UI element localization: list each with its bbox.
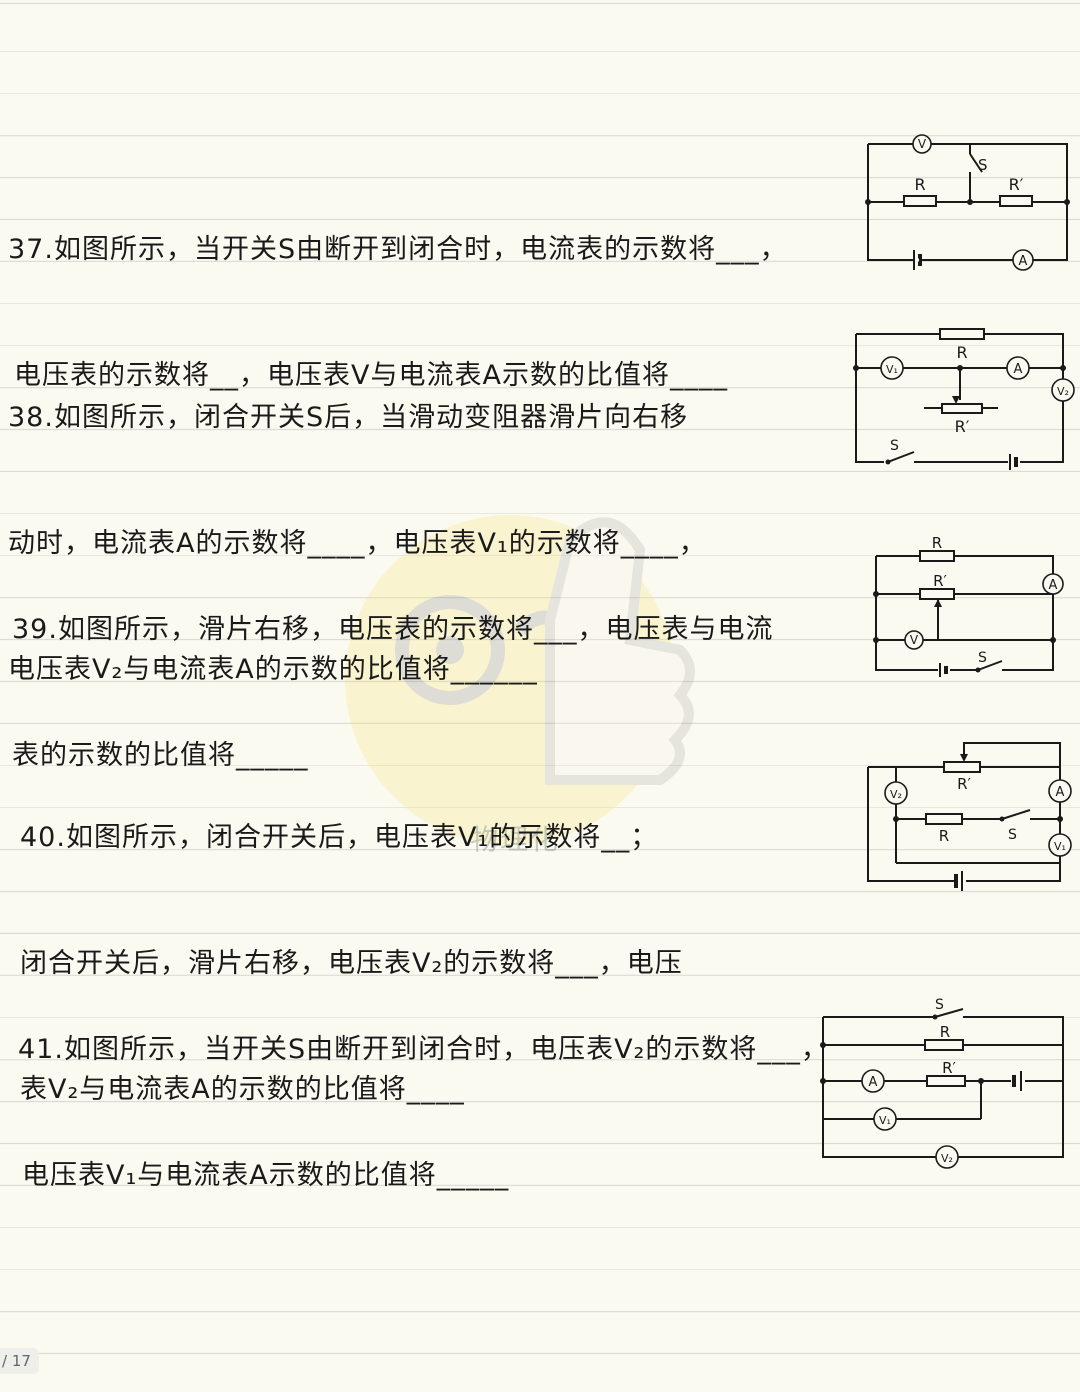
question-line: 39.如图所示，滑片右移，电压表的示数将___，电压表与电流: [12, 614, 774, 645]
rheostat-icon: R′: [919, 572, 955, 607]
question-line: 37.如图所示，当开关S由断开到闭合时，电流表的示数将___，: [8, 234, 788, 265]
voltmeter-icon: V: [904, 630, 924, 650]
switch-icon: S: [975, 650, 1003, 673]
battery-icon: [938, 663, 950, 677]
watermark-text: 物理化: [470, 823, 561, 856]
ammeter-icon: A: [1006, 356, 1030, 380]
question-line: 表的示数的比值将_____: [12, 740, 309, 771]
ammeter-label: A: [1056, 785, 1065, 800]
ammeter-icon: A: [1042, 573, 1064, 595]
switch-label: S: [935, 997, 944, 1013]
circuit-diagram-40: R′ V₂ A R S V₁: [867, 742, 1072, 891]
circuit-diagram-41: S R A R′ V₁ V₂: [820, 997, 1064, 1169]
resistor-label: R: [939, 827, 949, 845]
question-39: 39.如图所示，滑片右移，电压表的示数将___，电压表与电流 表的示数的比值将_…: [12, 525, 773, 819]
voltmeter-1-icon: V₁: [873, 1107, 897, 1131]
rheostat-icon: R′: [941, 396, 983, 436]
switch-label: S: [978, 156, 988, 174]
ammeter-label: A: [1014, 362, 1023, 377]
ammeter-label: A: [869, 1075, 878, 1090]
page-indicator: / 17: [0, 1348, 39, 1374]
voltmeter-1-label: V₁: [879, 1114, 891, 1127]
voltmeter-1-icon: V₁: [1048, 833, 1072, 857]
rheostat-icon: R′: [999, 175, 1033, 207]
voltmeter-2-icon: V₂: [935, 1145, 959, 1169]
circuit-diagram-37: V S R R′ A: [865, 134, 1070, 271]
question-line: 40.如图所示，闭合开关后，电压表V₁的示数将__；: [20, 822, 659, 853]
battery-icon: [1008, 454, 1020, 470]
rheostat-label: R′: [1009, 175, 1024, 194]
resistor-icon: R: [919, 534, 955, 562]
ammeter-icon: A: [861, 1069, 885, 1093]
voltmeter-1-label: V₁: [886, 363, 898, 376]
rheostat-label: R′: [957, 775, 971, 793]
voltmeter-2-label: V₂: [941, 1152, 953, 1165]
voltmeter-1-label: V₁: [1054, 840, 1066, 853]
question-line: 电压表V₁与电流表A示数的比值将_____: [22, 1160, 510, 1191]
battery-icon: [954, 871, 966, 891]
resistor-icon: R: [924, 1023, 964, 1051]
question-line: 38.如图所示，闭合开关S后，当滑动变阻器滑片向右移: [8, 402, 689, 433]
question-40: 40.如图所示，闭合开关后，电压表V₁的示数将__； 闭合开关后，滑片右移，电压…: [20, 733, 683, 1153]
switch-label: S: [1008, 827, 1017, 843]
rheostat-label: R′: [942, 1059, 956, 1077]
resistor-icon: R: [925, 813, 963, 845]
voltmeter-2-label: V₂: [890, 788, 902, 801]
ammeter-label: A: [1049, 578, 1058, 593]
ammeter-icon: A: [1048, 779, 1072, 803]
question-37: 37.如图所示，当开关S由断开到闭合时，电流表的示数将___， 电压表的示数将_…: [8, 145, 788, 439]
voltmeter-icon: V: [912, 134, 932, 154]
resistor-label: R: [914, 175, 925, 194]
resistor-label: R: [940, 1023, 950, 1041]
voltmeter-1-icon: V₁: [880, 356, 904, 380]
battery-icon: [1011, 1071, 1025, 1091]
question-line: 闭合开关后，滑片右移，电压表V₂的示数将___，电压: [20, 948, 683, 979]
rheostat-label: R′: [933, 572, 947, 590]
resistor-label: R: [956, 343, 967, 362]
ammeter-label: A: [1019, 254, 1028, 269]
ammeter-icon: A: [1012, 249, 1034, 271]
resistor-icon: R: [903, 175, 937, 207]
switch-label: S: [978, 650, 987, 666]
question-line: 电压表的示数将__，电压表V与电流表A示数的比值将____: [14, 360, 728, 391]
question-38: 38.如图所示，闭合开关S后，当滑动变阻器滑片向右移 动时，电流表A的示数将__…: [8, 313, 707, 733]
question-line: 动时，电流表A的示数将____，电压表V₁的示数将____，: [8, 528, 707, 559]
rheostat-icon: R′: [926, 1059, 966, 1087]
switch-icon: S: [932, 997, 964, 1020]
resistor-label: R: [932, 534, 942, 552]
voltmeter-2-icon: V₂: [884, 781, 908, 805]
switch-icon: S: [999, 809, 1031, 843]
resistor-icon: R: [939, 328, 985, 362]
question-line: 电压表V₂与电流表A的示数的比值将______: [8, 654, 538, 685]
circuit-diagram-38: R R′ V₁ A V₂ S: [853, 328, 1075, 470]
battery-icon: [913, 250, 922, 270]
voltmeter-label: V: [910, 633, 919, 647]
voltmeter-2-icon: V₂: [1051, 378, 1075, 402]
rheostat-icon: R′: [943, 754, 981, 793]
question-41: 41.如图所示，当开关S由断开到闭合时，电压表V₂的示数将___， 电压表V₁与…: [18, 945, 829, 1239]
question-line: 41.如图所示，当开关S由断开到闭合时，电压表V₂的示数将___，: [18, 1034, 829, 1065]
circuit-diagram-39: R R′ A V S: [873, 534, 1064, 677]
rheostat-label: R′: [955, 417, 970, 436]
question-line: 表V₂与电流表A的示数的比值将____: [20, 1074, 465, 1105]
switch-icon: S: [884, 438, 915, 465]
voltmeter-2-label: V₂: [1057, 385, 1069, 398]
switch-label: S: [890, 438, 899, 454]
voltmeter-label: V: [918, 137, 927, 151]
